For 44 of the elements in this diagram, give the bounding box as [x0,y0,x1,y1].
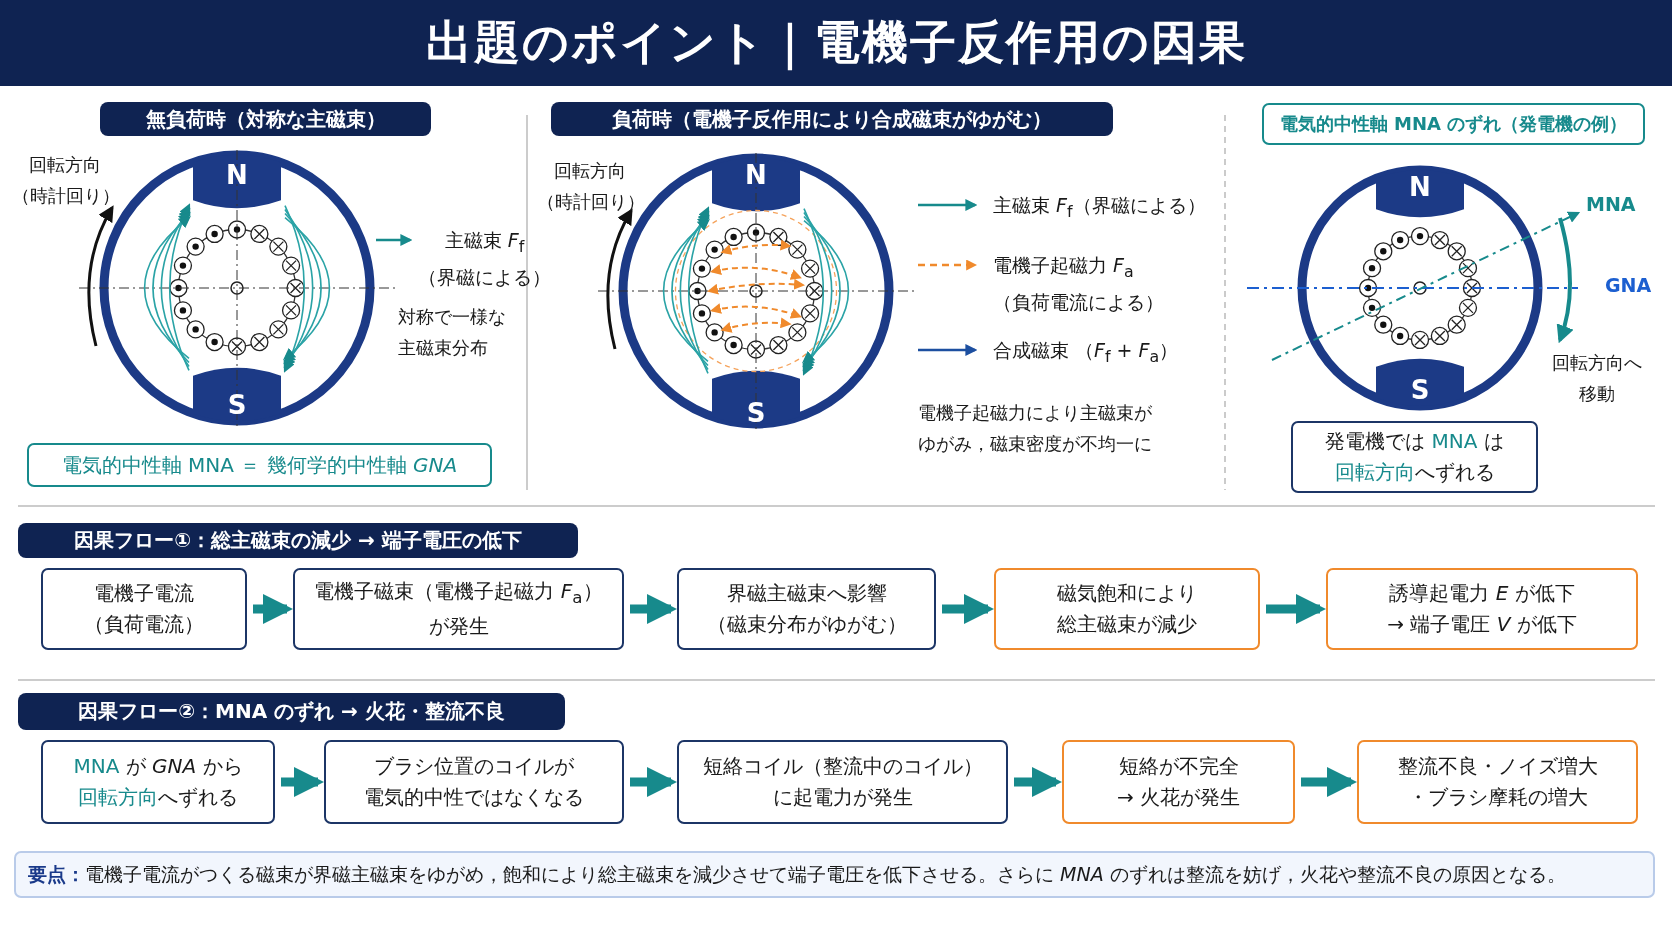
arrow [942,594,994,624]
arrow [1014,767,1062,797]
process-box: 短絡コイル（整流中のコイル）に起電力が発生 [677,740,1008,824]
arrow [1301,767,1357,797]
legend-label: 主磁束 F$_{f}$（界磁による） [418,228,551,290]
summary-note: 要点：電機子電流がつくる磁束が界磁主磁束をゆがめ，飽和により総主磁束を減少させて端子電圧を低下させる。さらに MNA のずれは整流を妨げ，火花や整流不良の原因となる。 [14,851,1655,898]
pole-label: S [226,390,248,420]
section-heading-box: 電気的中性軸 MNA のずれ（発電機の例） [1262,103,1645,145]
section-heading-band: 無負荷時（対称な主磁束） [100,102,431,136]
title-banner: 出題のポイント｜電機子反作用の因果 [0,0,1672,86]
arrow [281,767,324,797]
rotation-direction-label: 回転方向（時計回り） [12,153,117,208]
text-label: 対称で一様な主磁束分布 [398,305,506,360]
pole-label: N [225,160,249,190]
section-heading-band: 因果フロー②：MNA のずれ → 火花・整流不良 [18,693,565,730]
axis-label: GNA [1605,274,1652,296]
legend-label: 合成磁束 （F$_{f}$ + F$_{a}$） [993,338,1179,368]
process-box: 電機子磁束（電機子起磁力 F$_{a}$）が発生 [293,568,624,650]
process-box: 整流不良・ノイズ増大・ブラシ摩耗の増大 [1357,740,1638,824]
process-box: 磁気飽和により総主磁束が減少 [994,568,1260,650]
process-box: 界磁主磁束へ影響（磁束分布がゆがむ） [677,568,936,650]
pole-label: S [745,398,767,428]
legend-label: 電機子起磁力 F$_{a}$（負荷電流による） [993,253,1164,315]
pole-label: N [744,160,768,190]
text-label: 回転方向へ移動 [1551,351,1643,406]
process-box: MNA が GNA から回転方向へずれる [41,740,275,824]
process-box: 誘導起電力 E が低下→ 端子電圧 V が低下 [1326,568,1638,650]
text-label: 電機子起磁力により主磁束がゆがみ，磁束密度が不均一に [918,401,1152,456]
arrow [253,594,293,624]
info-box: 電気的中性軸 MNA ＝ 幾何学的中性軸 GNA [27,443,492,487]
process-box: ブラシ位置のコイルが電気的中性ではなくなる [324,740,624,824]
arrow [630,594,677,624]
arrow [1266,594,1326,624]
legend-label: 主磁束 F$_{f}$（界磁による） [993,193,1206,223]
process-box: 短絡が不完全→ 火花が発生 [1062,740,1295,824]
info-box: 発電機では MNA は回転方向へずれる [1291,421,1538,493]
process-box: 電機子電流（負荷電流） [41,568,247,650]
pole-label: N [1408,172,1432,202]
rotation-direction-label: 回転方向（時計回り） [537,159,642,214]
section-heading-band: 因果フロー①：総主磁束の減少 → 端子電圧の低下 [18,523,578,558]
axis-label: MNA [1586,193,1636,215]
section-heading-band: 負荷時（電機子反作用により合成磁束がゆがむ） [551,102,1113,136]
pole-label: S [1409,375,1431,405]
arrow [630,767,677,797]
